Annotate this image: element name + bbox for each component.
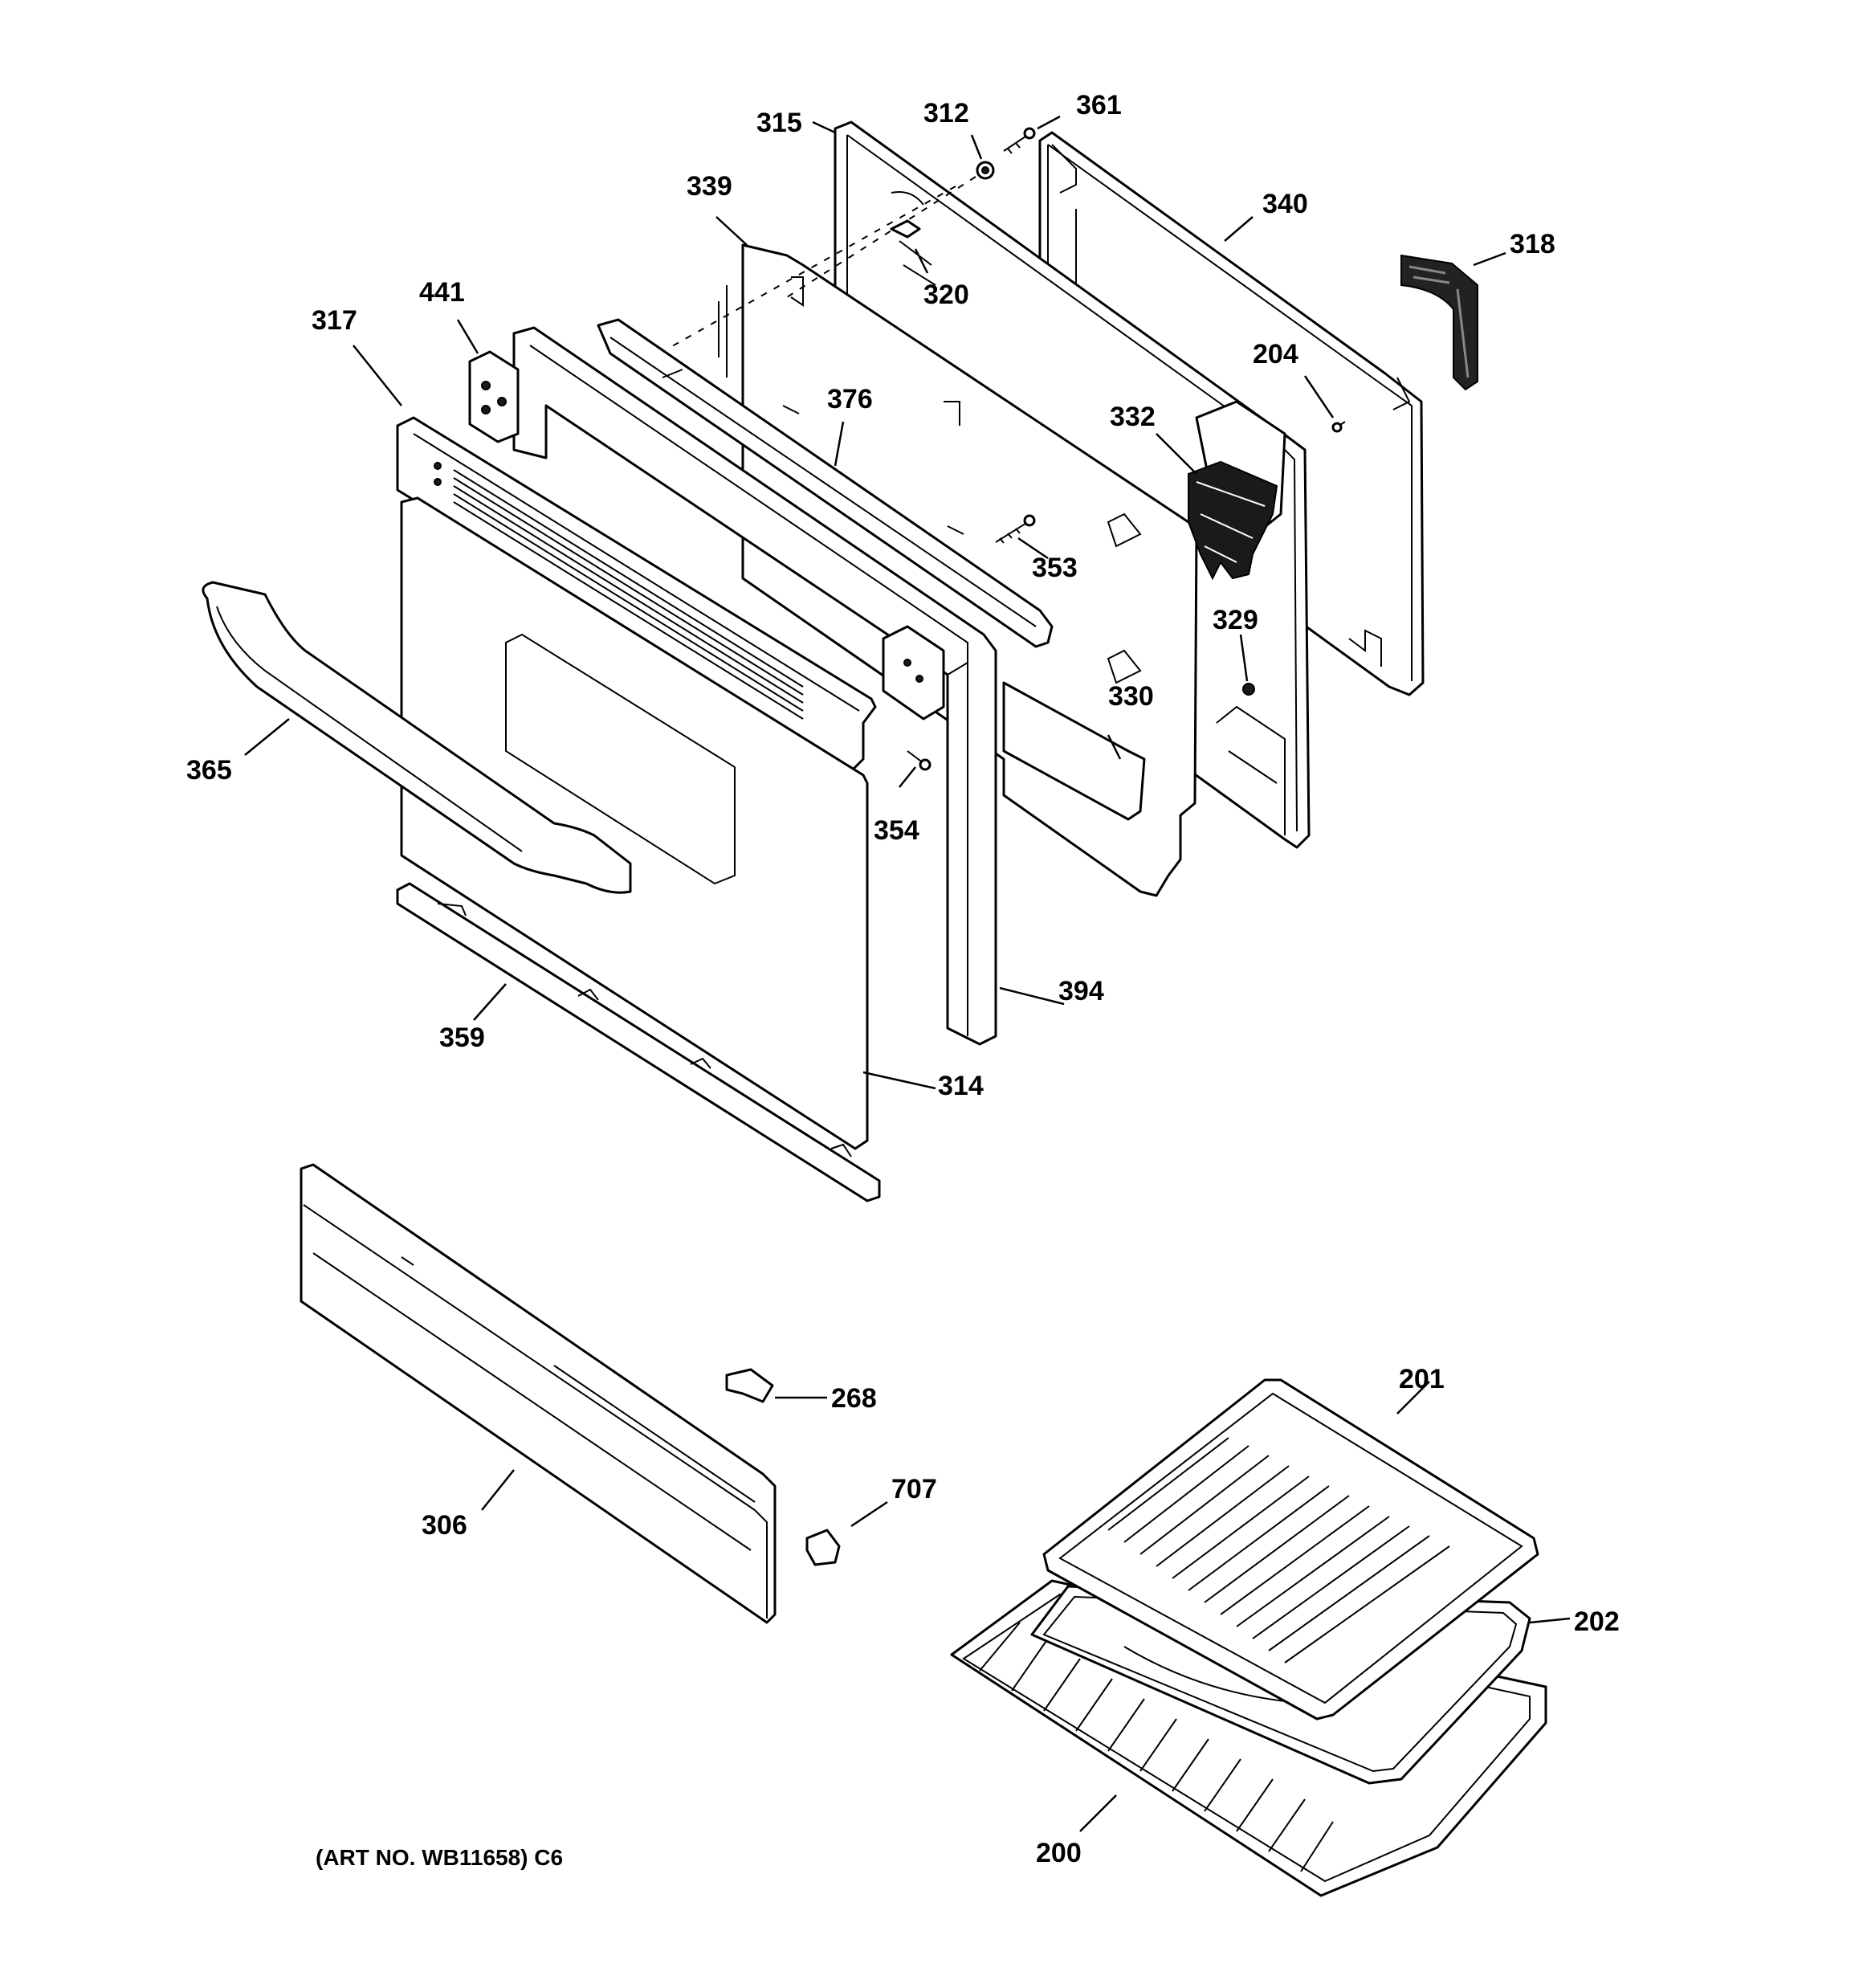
part-441-hinge-bracket <box>468 350 520 443</box>
part-306-drawer-front <box>300 1163 777 1624</box>
callout-204: 204 <box>1253 339 1298 369</box>
part-365-door-handle <box>202 581 632 894</box>
rack-wires <box>979 1622 1334 1872</box>
callouts: 315 312 361 339 340 318 320 317 441 204 … <box>186 90 1620 1868</box>
grid-slots <box>1107 1437 1450 1663</box>
callout-268: 268 <box>831 1383 877 1414</box>
leader-lines <box>244 115 1571 1832</box>
callout-330: 330 <box>1108 681 1154 712</box>
part-359-bottom-trim <box>396 882 881 1202</box>
callout-312: 312 <box>923 98 969 129</box>
callout-332: 332 <box>1110 402 1156 432</box>
part-204-screw <box>1331 421 1346 433</box>
callout-354: 354 <box>874 815 919 846</box>
callout-353: 353 <box>1032 553 1078 583</box>
part-201-broiler-grid <box>1042 1378 1539 1721</box>
part-329-spacer <box>1242 683 1255 696</box>
alignment-line-1 <box>666 176 976 350</box>
part-361-screw <box>1003 127 1036 154</box>
part-376-channel <box>597 318 1054 648</box>
callout-306: 306 <box>422 1510 467 1541</box>
callout-315: 315 <box>756 108 802 138</box>
part-268-clip <box>725 1368 774 1403</box>
part-353-screw <box>995 514 1036 544</box>
part-394-frame <box>512 326 997 1046</box>
callout-376: 376 <box>827 384 873 414</box>
part-318-gasket <box>1400 254 1478 391</box>
callout-200: 200 <box>1036 1838 1082 1868</box>
part-312-nut <box>976 161 995 180</box>
callout-394: 394 <box>1058 976 1104 1006</box>
callout-314: 314 <box>938 1071 984 1101</box>
callout-329: 329 <box>1213 605 1258 635</box>
callout-202: 202 <box>1574 1606 1620 1637</box>
part-332-insulation <box>1188 460 1278 581</box>
callout-201: 201 <box>1399 1364 1445 1394</box>
callout-320: 320 <box>923 280 969 310</box>
callout-340: 340 <box>1262 189 1308 219</box>
part-314-outer-door-panel <box>400 496 869 1150</box>
callout-707: 707 <box>891 1474 937 1504</box>
part-320-hinge-pin <box>890 219 936 286</box>
callout-365: 365 <box>186 755 232 786</box>
part-354-screw <box>907 750 932 771</box>
art-number-caption: (ART NO. WB11658) C6 <box>316 1845 563 1870</box>
callout-339: 339 <box>687 171 732 202</box>
vent-slots <box>453 469 804 720</box>
part-330-deflector <box>1002 681 1146 821</box>
callout-359: 359 <box>439 1023 485 1053</box>
part-707-bracket <box>805 1529 841 1566</box>
callout-361: 361 <box>1076 90 1122 120</box>
callout-318: 318 <box>1510 229 1555 259</box>
callout-317: 317 <box>312 305 357 336</box>
callout-441: 441 <box>419 277 465 308</box>
